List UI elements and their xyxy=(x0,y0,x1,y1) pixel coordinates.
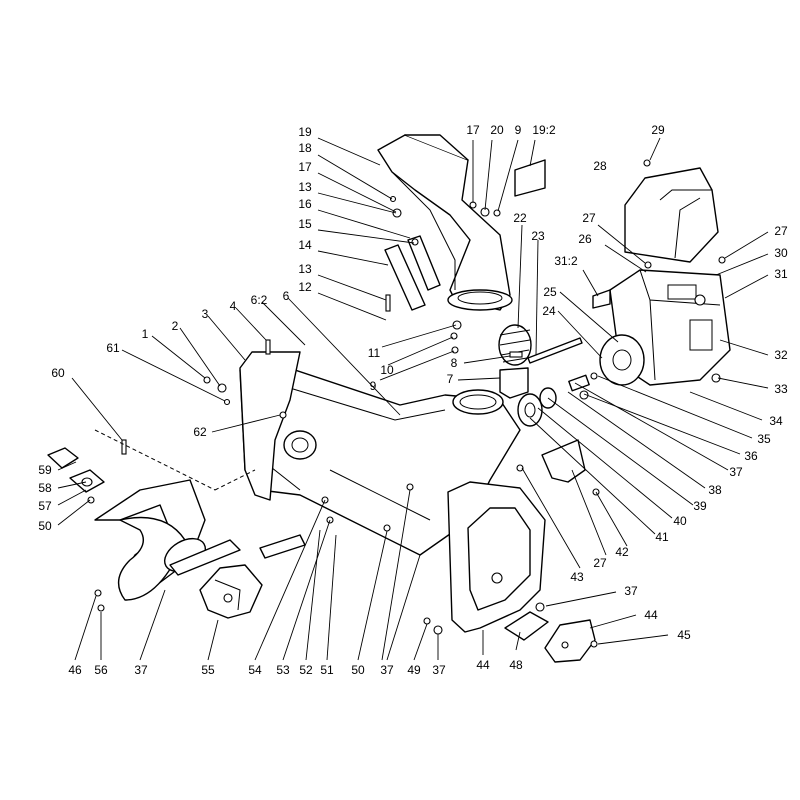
chute-decal xyxy=(514,159,546,197)
callout-label: 32 xyxy=(774,348,788,362)
callout-label: 34 xyxy=(769,414,783,428)
callout-label: 62 xyxy=(193,425,207,439)
callout-label: 29 xyxy=(651,123,665,137)
engine-decal xyxy=(592,289,611,309)
engine-cover xyxy=(624,167,719,263)
callout-label: 14 xyxy=(298,238,312,252)
callout-label: 37 xyxy=(380,663,394,677)
callout-label: 44 xyxy=(644,608,658,622)
callout-label: 26 xyxy=(578,232,592,246)
phantom-outline xyxy=(94,429,256,491)
callout-label: 61 xyxy=(106,341,120,355)
callout-label: 41 xyxy=(655,530,669,544)
callout-label: 24 xyxy=(542,304,556,318)
callout-label: 25 xyxy=(543,285,557,299)
callout-label: 49 xyxy=(407,663,421,677)
callout-label: 15 xyxy=(298,217,312,231)
callout-label: 51 xyxy=(320,663,334,677)
leader-lines xyxy=(57,137,769,661)
callout-label: 17 xyxy=(466,123,480,137)
callout-label: 48 xyxy=(509,658,523,672)
callout-label: 50 xyxy=(351,663,365,677)
rear-deflector xyxy=(541,439,586,483)
callout-label: 33 xyxy=(774,382,788,396)
callout-label: 37 xyxy=(729,465,743,479)
callout-label: 36 xyxy=(744,449,758,463)
callout-label: 44 xyxy=(476,658,490,672)
callout-label: 43 xyxy=(570,570,584,584)
callout-label: 58 xyxy=(38,481,52,495)
auger-blade xyxy=(94,479,306,601)
skid-shoe xyxy=(504,611,549,641)
callout-label: 20 xyxy=(490,123,504,137)
chute-bracket xyxy=(499,367,529,399)
callout-label: 38 xyxy=(708,483,722,497)
callout-label: 19:2 xyxy=(532,123,556,137)
callout-label: 19 xyxy=(298,125,312,139)
callout-label: 22 xyxy=(513,211,527,225)
discharge-chute xyxy=(377,134,513,311)
chute-rod xyxy=(527,337,583,364)
callout-label: 6 xyxy=(283,289,290,303)
chute-deflector xyxy=(384,235,441,311)
callout-label: 13 xyxy=(298,262,312,276)
impeller-hub xyxy=(517,374,590,427)
callout-label: 9 xyxy=(370,379,377,393)
callout-label: 50 xyxy=(38,519,52,533)
callout-label: 17 xyxy=(298,160,312,174)
callout-label: 23 xyxy=(531,229,545,243)
callout-label: 37 xyxy=(624,584,638,598)
callout-label: 31 xyxy=(774,267,788,281)
callout-label: 57 xyxy=(38,499,52,513)
callout-label: 10 xyxy=(380,363,394,377)
callout-label: 12 xyxy=(298,280,312,294)
callout-label: 6:2 xyxy=(251,293,268,307)
engine-pulley xyxy=(599,334,645,386)
callout-label: 54 xyxy=(248,663,262,677)
callout-label: 7 xyxy=(447,372,454,386)
callout-label: 28 xyxy=(593,159,607,173)
callout-label: 27 xyxy=(593,556,607,570)
hardware xyxy=(87,159,726,648)
callout-labels: 1 2 3 4 6:2 6 61 60 62 59 58 57 50 19 18… xyxy=(38,123,788,677)
callout-label: 1 xyxy=(142,327,149,341)
callout-label: 40 xyxy=(673,514,687,528)
callout-label: 31:2 xyxy=(554,254,578,268)
callout-label: 53 xyxy=(276,663,290,677)
callout-label: 27 xyxy=(774,224,788,238)
callout-label: 39 xyxy=(693,499,707,513)
callout-label: 60 xyxy=(51,366,65,380)
callout-label: 2 xyxy=(172,319,179,333)
callout-label: 52 xyxy=(299,663,313,677)
callout-label: 3 xyxy=(202,307,209,321)
callout-label: 55 xyxy=(201,663,215,677)
callout-label: 4 xyxy=(230,299,237,313)
callout-label: 27 xyxy=(582,211,596,225)
mount-plate xyxy=(544,619,596,663)
callout-label: 45 xyxy=(677,628,691,642)
callout-label: 42 xyxy=(615,545,629,559)
callout-label: 35 xyxy=(757,432,771,446)
right-side-panel xyxy=(447,481,546,633)
callout-label: 11 xyxy=(368,346,381,360)
callout-label: 37 xyxy=(134,663,148,677)
callout-label: 13 xyxy=(298,180,312,194)
auger-gearbox xyxy=(199,564,263,619)
callout-label: 37 xyxy=(432,663,446,677)
callout-label: 30 xyxy=(774,246,788,260)
callout-label: 8 xyxy=(451,356,458,370)
callout-label: 59 xyxy=(38,463,52,477)
chute-spring xyxy=(498,324,532,366)
callout-label: 18 xyxy=(298,141,312,155)
callout-label: 16 xyxy=(298,197,312,211)
callout-label: 9 xyxy=(515,123,522,137)
bearing-flange xyxy=(47,447,105,493)
callout-label: 46 xyxy=(68,663,82,677)
callout-label: 56 xyxy=(94,663,108,677)
